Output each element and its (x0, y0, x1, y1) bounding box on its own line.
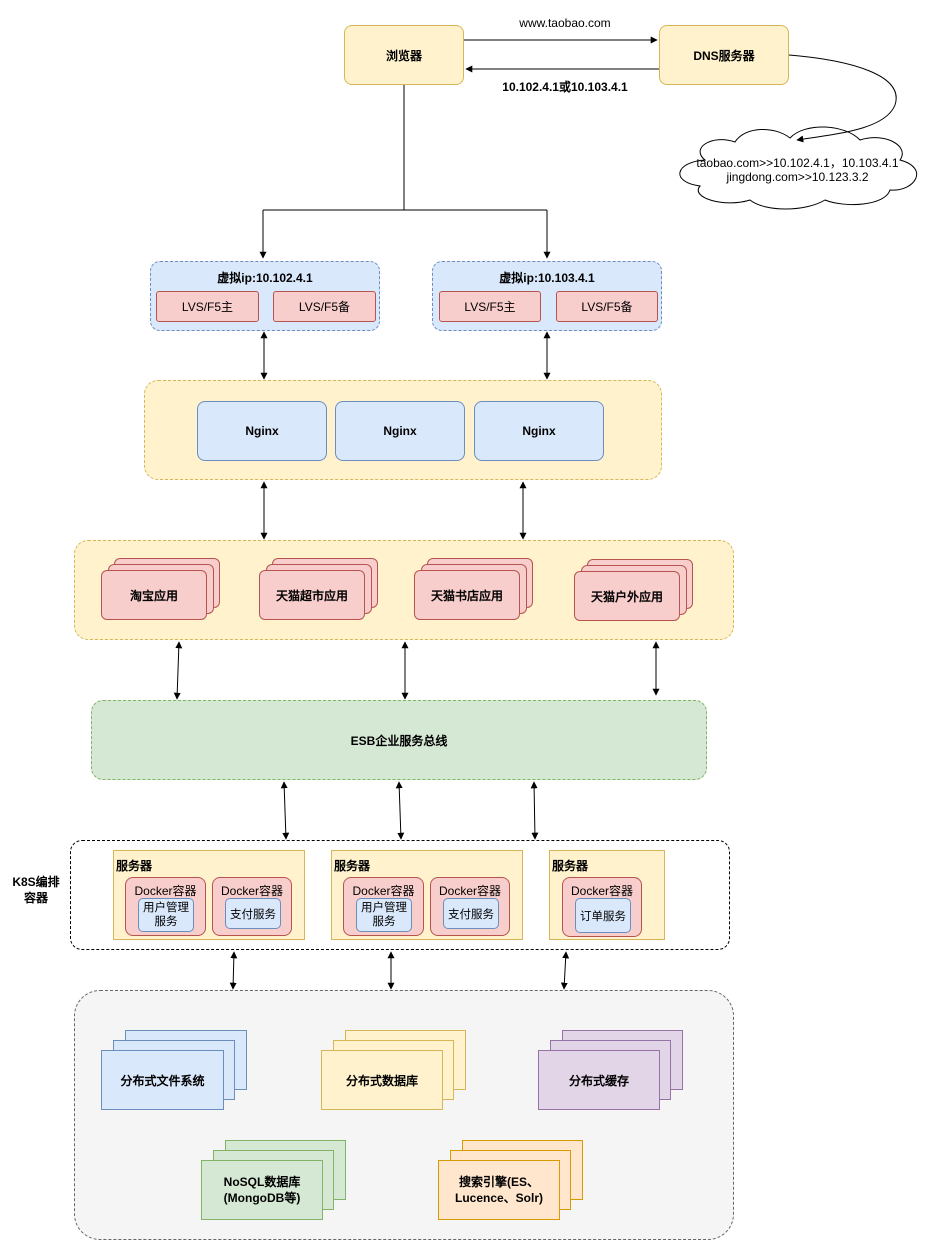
server-1: 服务器 Docker容器 用户管理服务 Docker容器 支付服务 (113, 850, 305, 940)
docker-container-title: Docker容器 (438, 884, 501, 898)
server-2: 服务器 Docker容器 用户管理服务 Docker容器 支付服务 (331, 850, 523, 940)
vip-group-2: 虚拟ip:10.103.4.1 LVS/F5主 LVS/F5备 (432, 261, 662, 331)
cloud-line-2: jingdong.com>>10.123.3.2 (726, 170, 869, 184)
distributed-cache: 分布式缓存 (538, 1050, 660, 1110)
docker-container: Docker容器 用户管理服务 (125, 877, 206, 936)
lvs-f5-primary-1: LVS/F5主 (156, 291, 259, 322)
app-tmall-supermarket: 天猫超市应用 (259, 570, 365, 620)
docker-container: Docker容器 订单服务 (562, 877, 642, 937)
nginx-node-1: Nginx (197, 401, 327, 461)
vip-group-1: 虚拟ip:10.102.4.1 LVS/F5主 LVS/F5备 (150, 261, 380, 331)
dns-response-label: 10.102.4.1或10.103.4.1 (502, 80, 628, 94)
dns-request-label: www.taobao.com (519, 16, 611, 30)
cloud-line-1: taobao.com>>10.102.4.1，10.103.4.1 (696, 156, 899, 170)
lvs-f5-backup-1: LVS/F5备 (273, 291, 376, 322)
nginx-node-3: Nginx (474, 401, 604, 461)
docker-container: Docker容器 用户管理服务 (343, 877, 424, 936)
dns-cache-cloud (679, 126, 918, 210)
app-taobao: 淘宝应用 (101, 570, 207, 620)
esb-bus: ESB企业服务总线 (91, 700, 707, 780)
k8s-label: K8S编排容器 (12, 875, 60, 905)
nginx-node-2: Nginx (335, 401, 465, 461)
docker-container: Docker容器 支付服务 (430, 877, 510, 936)
distributed-database: 分布式数据库 (321, 1050, 443, 1110)
docker-container-title: Docker容器 (220, 884, 283, 898)
lvs-f5-backup-2: LVS/F5备 (556, 291, 658, 322)
distributed-file-system: 分布式文件系统 (101, 1050, 224, 1110)
app-tmall-bookstore: 天猫书店应用 (414, 570, 520, 620)
search-engine: 搜索引擎(ES、Lucence、Solr) (438, 1160, 560, 1220)
docker-container-title: Docker容器 (570, 884, 633, 898)
service-user-management: 用户管理服务 (356, 898, 412, 932)
server-1-title: 服务器 (116, 859, 153, 873)
service-payment: 支付服务 (443, 898, 499, 929)
server-3: 服务器 Docker容器 订单服务 (549, 850, 665, 940)
server-3-title: 服务器 (552, 859, 589, 873)
service-payment: 支付服务 (225, 898, 281, 929)
server-2-title: 服务器 (334, 859, 371, 873)
service-user-management: 用户管理服务 (138, 898, 194, 932)
app-tmall-outdoor: 天猫户外应用 (574, 571, 680, 621)
vip-group-2-title: 虚拟ip:10.103.4.1 (499, 271, 595, 285)
docker-container-title: Docker容器 (352, 884, 415, 898)
docker-container-title: Docker容器 (134, 884, 197, 898)
vip-group-1-title: 虚拟ip:10.102.4.1 (217, 271, 313, 285)
docker-container: Docker容器 支付服务 (212, 877, 292, 936)
nosql-database: NoSQL数据库(MongoDB等) (201, 1160, 323, 1220)
lvs-f5-primary-2: LVS/F5主 (439, 291, 541, 322)
browser-node: 浏览器 (344, 25, 464, 85)
service-order: 订单服务 (575, 898, 631, 933)
dns-server-node: DNS服务器 (659, 25, 789, 85)
